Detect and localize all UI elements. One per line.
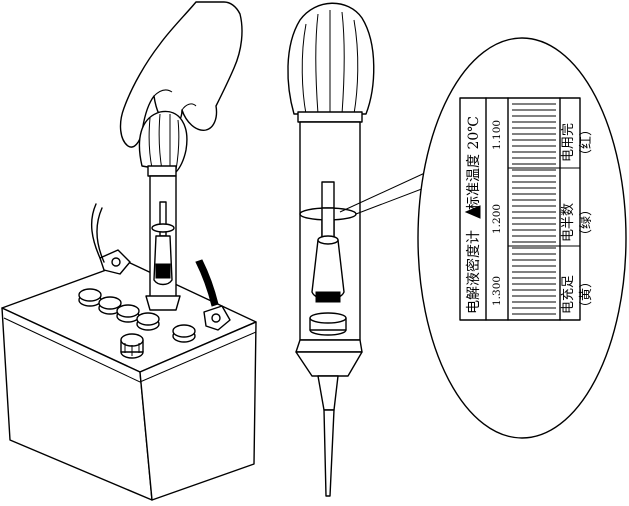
hydrometer-in-use bbox=[138, 110, 188, 311]
hydrometer-detail bbox=[287, 2, 441, 497]
scale-callout: 电解液密度计 标准温度 20℃ 1.300 1.200 1.100 电充足 （黄… bbox=[417, 37, 627, 439]
reading-1100: 1.100 bbox=[491, 120, 503, 150]
reading-arrow-icon bbox=[464, 205, 481, 219]
status-half-color: （绿） bbox=[579, 203, 594, 242]
status-half: 电半数 bbox=[561, 203, 576, 242]
status-empty: 电用完 bbox=[561, 123, 576, 162]
graduations bbox=[512, 103, 556, 315]
status-full-color: （黄） bbox=[579, 275, 594, 314]
scale-title: 电解液密度计 bbox=[465, 230, 482, 314]
battery-cap-5 bbox=[172, 324, 196, 343]
reading-1200: 1.200 bbox=[491, 204, 503, 234]
battery-cap-4 bbox=[136, 312, 160, 331]
battery-cap-1 bbox=[78, 288, 102, 307]
battery-cap-2 bbox=[98, 296, 122, 315]
reading-1300: 1.300 bbox=[491, 276, 503, 306]
battery bbox=[1, 203, 257, 501]
scale-standard-temp: 标准温度 20℃ bbox=[466, 116, 482, 210]
battery-cap-3 bbox=[116, 304, 140, 323]
status-empty-color: （红） bbox=[578, 123, 594, 162]
terminal-clamp-left bbox=[90, 203, 131, 275]
terminal-clamp-right bbox=[195, 259, 231, 331]
loose-cap bbox=[120, 333, 144, 359]
battery-side bbox=[139, 321, 257, 501]
status-full: 电充足 bbox=[560, 275, 576, 314]
